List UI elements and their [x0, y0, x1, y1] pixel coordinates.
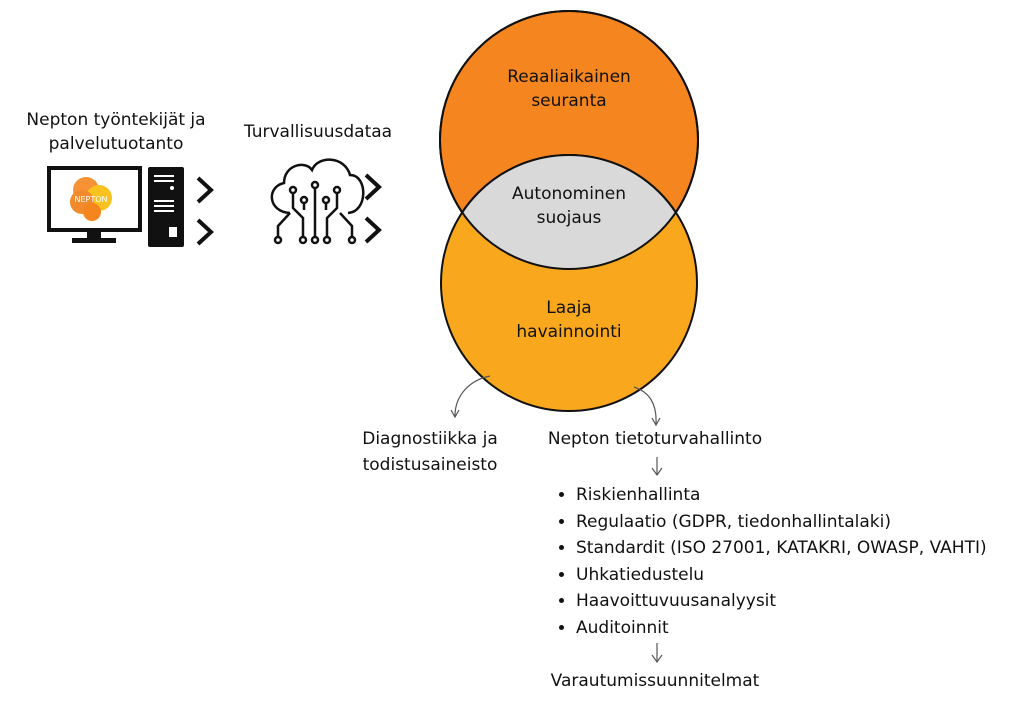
data-label: Turvallisuusdataa [243, 122, 393, 142]
venn-bottom-label: Laaja havainnointi [469, 296, 669, 344]
venn-overlap-label: Autonominen suojaus [469, 182, 669, 230]
source-label-line2: palvelutuotanto [48, 134, 184, 154]
venn-top-line1: Reaaliaikainen [507, 67, 631, 87]
governance-list: Riskienhallinta Regulaatio (GDPR, tiedon… [556, 482, 987, 641]
left-branch-line2: todistusaineisto [362, 455, 498, 475]
cloud-network-icon [270, 158, 365, 245]
source-label: Nepton työntekijät ja palvelutuotanto [0, 108, 232, 156]
venn-overlap-line1: Autonominen [512, 184, 626, 204]
list-item: Standardit (ISO 27001, KATAKRI, OWASP, V… [576, 535, 987, 562]
nepton-logo: NEPTON [74, 195, 107, 204]
branch-arrows [450, 375, 663, 664]
right-branch-title: Nepton tietoturvahallinto [547, 429, 763, 449]
result-label: Varautumissuunnitelmat [550, 671, 760, 691]
chevron-right-icon [196, 173, 382, 246]
venn-bottom-line1: Laaja [546, 298, 592, 318]
venn-top-label: Reaaliaikainen seuranta [469, 65, 669, 113]
venn-top-line2: seuranta [531, 91, 607, 111]
list-item: Uhkatiedustelu [576, 562, 987, 589]
list-item: Haavoittuvuusanalyysit [576, 588, 987, 615]
venn-bottom-line2: havainnointi [516, 322, 622, 342]
source-label-line1: Nepton työntekijät ja [26, 110, 206, 130]
list-item: Auditoinnit [576, 615, 987, 642]
venn-overlap-line2: suojaus [536, 208, 602, 228]
left-branch-line1: Diagnostiikka ja [362, 429, 498, 449]
left-branch-label: Diagnostiikka ja todistusaineisto [330, 426, 530, 478]
list-item: Riskienhallinta [576, 482, 987, 509]
computer-icon: NEPTON [47, 166, 184, 247]
list-item: Regulaatio (GDPR, tiedonhallintalaki) [576, 509, 987, 536]
venn-overlap [440, 154, 698, 269]
